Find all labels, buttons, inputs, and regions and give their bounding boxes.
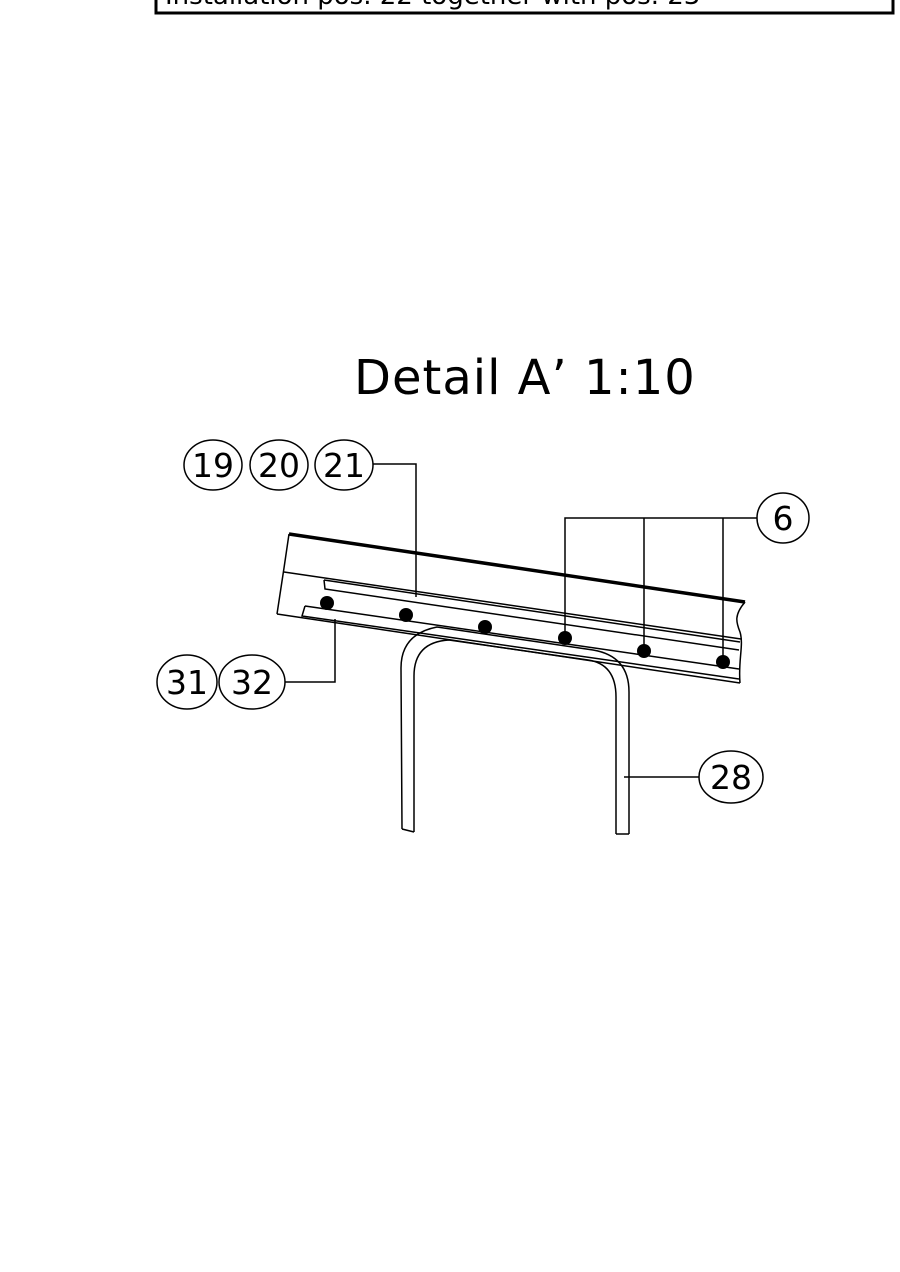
rebar-dot	[478, 620, 492, 634]
callout-bubble	[183, 439, 243, 491]
callout-31: 31	[156, 654, 218, 710]
slab-top-edge	[288, 532, 746, 604]
callout-bubble	[756, 492, 810, 544]
callout-bubble	[698, 750, 764, 804]
callout-bubble	[156, 654, 218, 710]
stirrup-end-left	[401, 828, 415, 833]
detail-title: Detail A’ 1:10	[354, 350, 696, 406]
slab-inner-line	[283, 571, 742, 640]
leader-31-32	[285, 619, 336, 683]
callout-label: 28	[710, 758, 752, 797]
roof-slab	[276, 532, 746, 684]
callout-label: 6	[773, 499, 794, 538]
upper-layer-end	[323, 579, 740, 651]
callout-20: 20	[249, 439, 309, 491]
callout-21: 21	[314, 439, 374, 491]
stirrup-bar	[400, 626, 630, 835]
stirrup-inner	[413, 639, 617, 834]
stirrup-outer	[400, 626, 630, 834]
leader-6	[564, 517, 757, 662]
leader-lines	[285, 463, 757, 778]
callout-label: 19	[192, 446, 234, 485]
slab-right-break-edge	[736, 601, 746, 684]
callout-label: 31	[166, 663, 208, 702]
upper-layer-line	[323, 579, 741, 643]
rebar-dot	[399, 608, 413, 622]
callout-bubble	[314, 439, 374, 491]
callout-bubble	[218, 654, 286, 710]
callout-label: 32	[231, 663, 273, 702]
note-box-frame	[154, 0, 895, 15]
note-text: Installation pos. 22 together with pos. …	[165, 0, 700, 11]
installation-note: Installation pos. 22 together with pos. …	[154, 0, 895, 15]
callout-19: 19	[183, 439, 243, 491]
callout-6: 6	[756, 492, 810, 544]
rebar-dot	[320, 596, 334, 610]
callout-32: 32	[218, 654, 286, 710]
lower-layer-line	[304, 605, 740, 670]
callout-label: 20	[258, 446, 300, 485]
callout-label: 21	[323, 446, 365, 485]
leader-19-20-21	[373, 463, 417, 597]
callout-bubble	[249, 439, 309, 491]
callout-28: 28	[698, 750, 764, 804]
lower-layer-end	[301, 605, 740, 680]
rebar-dots	[320, 596, 730, 669]
slab-left-break-edge	[276, 533, 290, 615]
